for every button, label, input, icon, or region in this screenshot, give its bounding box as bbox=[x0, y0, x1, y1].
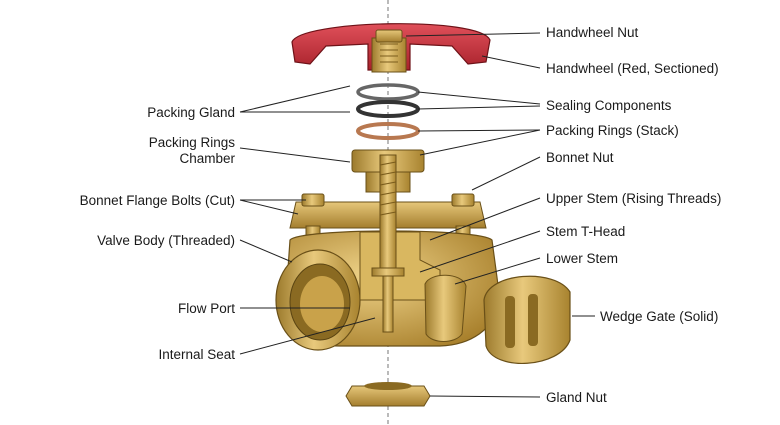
label-wedge-gate: Wedge Gate (Solid) bbox=[600, 309, 719, 324]
label-stem-t-head: Stem T-Head bbox=[546, 224, 626, 239]
label-handwheel-nut: Handwheel Nut bbox=[546, 25, 639, 40]
handwheel-part bbox=[291, 23, 491, 73]
label-bonnet-nut: Bonnet Nut bbox=[546, 150, 614, 165]
label-packing-gland: Packing Gland bbox=[147, 105, 235, 120]
label-upper-stem: Upper Stem (Rising Threads) bbox=[546, 191, 722, 206]
label-bonnet-flange-bolts: Bonnet Flange Bolts (Cut) bbox=[79, 193, 235, 208]
label-lower-stem: Lower Stem bbox=[546, 251, 619, 266]
label-flow-port: Flow Port bbox=[177, 301, 235, 316]
label-sealing-components: Sealing Components bbox=[546, 98, 672, 113]
label-packing-rings-chamber-line2: Chamber bbox=[179, 151, 235, 166]
gland-nut-part bbox=[345, 382, 431, 407]
lower-stem-wedge-part bbox=[424, 274, 467, 342]
leader-lines bbox=[239, 32, 595, 398]
label-packing-rings-stack: Packing Rings (Stack) bbox=[546, 123, 679, 138]
label-gland-nut: Gland Nut bbox=[546, 390, 607, 405]
wedge-gate-part bbox=[483, 275, 571, 364]
stem-part bbox=[371, 154, 405, 333]
label-packing-rings-chamber-line1: Packing Rings bbox=[148, 135, 235, 150]
label-handwheel: Handwheel (Red, Sectioned) bbox=[546, 61, 719, 76]
label-internal-seat: Internal Seat bbox=[158, 347, 235, 362]
label-valve-body: Valve Body (Threaded) bbox=[97, 233, 235, 248]
